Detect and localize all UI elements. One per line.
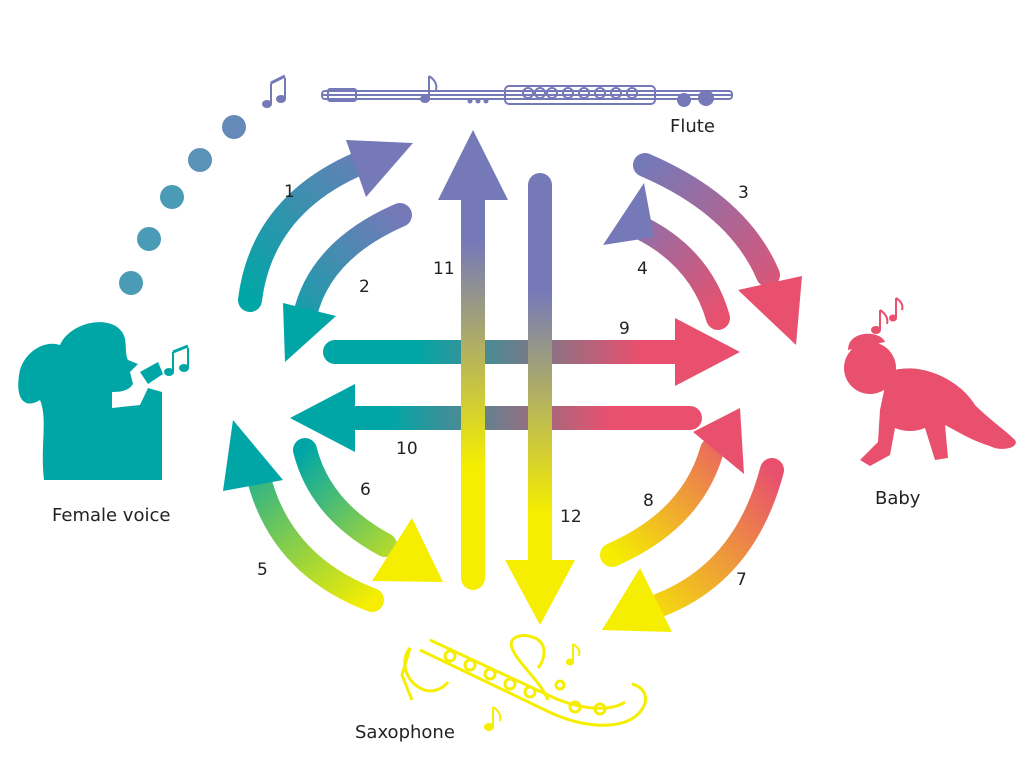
arrow-6-number: 6 [360,480,371,500]
female-voice-icon [18,322,163,480]
music-notes-saxophone-icon [484,643,581,731]
arrow-11-number: 11 [433,259,455,279]
baby-icon [844,333,1016,466]
arrow-5-number: 5 [257,560,268,580]
arrow-11 [438,130,508,590]
voice-dots [119,115,246,295]
music-notes-flute-icon [262,74,438,108]
arrow-12 [505,173,575,625]
arrow-8-number: 8 [643,491,654,511]
arrow-1 [238,140,413,312]
music-notes-voice-icon [164,344,189,376]
arrow-1-number: 1 [284,182,295,202]
arrow-4 [603,183,730,330]
arrow-10 [290,384,702,452]
arrow-4-number: 4 [637,259,648,279]
arrow-5 [223,420,384,612]
arrow-2 [283,203,412,362]
arrow-9-number: 9 [619,319,630,339]
arrow-7-number: 7 [736,570,747,590]
arrow-12-number: 12 [560,507,582,527]
female-voice-label: Female voice [52,505,170,526]
arrow-6 [293,438,443,582]
flute-icon [321,85,733,107]
saxophone-icon [400,634,648,727]
arrow-3 [633,153,802,345]
arrow-7 [602,458,784,632]
music-notes-baby-icon [871,297,904,334]
arrow-2-number: 2 [359,277,370,297]
arrow-8 [600,408,744,567]
arrow-9 [323,318,740,386]
flute-label: Flute [670,116,715,137]
arrow-3-number: 3 [738,183,749,203]
saxophone-label: Saxophone [355,722,455,743]
arrow-10-number: 10 [396,439,418,459]
baby-label: Baby [875,488,921,509]
